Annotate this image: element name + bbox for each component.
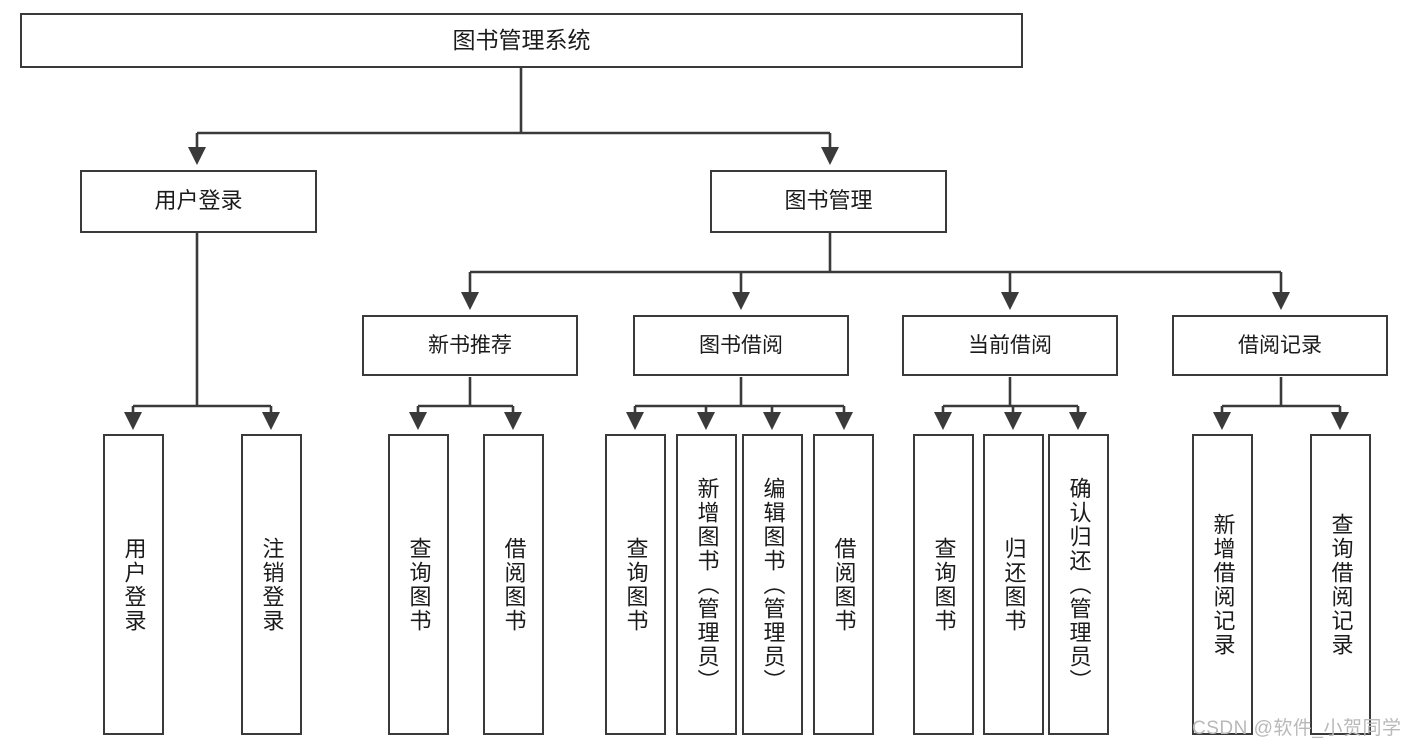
node-book-borrow-label: 图书借阅 [699,333,783,357]
node-current-borrow[interactable]: 当前借阅 [902,315,1118,376]
node-book-management[interactable]: 图书管理 [710,170,947,233]
leaf-query-borrow-record[interactable]: 查询借阅记录 [1310,434,1371,735]
leaf-logout[interactable]: 注销登录 [241,434,302,735]
leaf-add-book-admin[interactable]: 新增图书（管理员） [676,434,737,735]
leaf-borrow-book-label: 借阅图书 [831,536,857,633]
leaf-borrow-book-recommend[interactable]: 借阅图书 [483,434,544,735]
leaf-return-book[interactable]: 归还图书 [983,434,1044,735]
leaf-query-book-recommend[interactable]: 查询图书 [388,434,449,735]
leaf-add-borrow-record-label: 新增借阅记录 [1210,512,1236,657]
leaf-edit-book-admin-label: 编辑图书（管理员） [760,476,786,693]
leaf-query-book-current-label: 查询图书 [931,536,957,633]
leaf-add-borrow-record[interactable]: 新增借阅记录 [1192,434,1253,735]
leaf-add-book-admin-label: 新增图书（管理员） [694,476,720,693]
node-borrow-record[interactable]: 借阅记录 [1172,315,1388,376]
leaf-logout-label: 注销登录 [259,536,285,633]
node-borrow-record-label: 借阅记录 [1238,333,1322,357]
leaf-query-book-recommend-label: 查询图书 [406,536,432,633]
leaf-confirm-return-admin-label: 确认归还（管理员） [1066,476,1092,693]
node-new-book-recommend-label: 新书推荐 [428,333,512,357]
leaf-query-borrow-record-label: 查询借阅记录 [1328,512,1354,657]
node-user-login[interactable]: 用户登录 [80,170,317,233]
node-root[interactable]: 图书管理系统 [20,13,1023,68]
leaf-query-book-borrow[interactable]: 查询图书 [605,434,666,735]
leaf-edit-book-admin[interactable]: 编辑图书（管理员） [742,434,803,735]
node-current-borrow-label: 当前借阅 [968,333,1052,357]
node-user-login-label: 用户登录 [154,188,243,214]
leaf-query-book-borrow-label: 查询图书 [623,536,649,633]
node-new-book-recommend[interactable]: 新书推荐 [362,315,578,376]
leaf-user-login-label: 用户登录 [121,536,147,633]
leaf-query-book-current[interactable]: 查询图书 [913,434,974,735]
leaf-borrow-book[interactable]: 借阅图书 [813,434,874,735]
node-book-management-label: 图书管理 [784,188,873,214]
node-root-label: 图书管理系统 [452,26,591,53]
leaf-confirm-return-admin[interactable]: 确认归还（管理员） [1048,434,1109,735]
leaf-user-login[interactable]: 用户登录 [103,434,164,735]
watermark: CSDN @软件_小贺同学 [1192,718,1402,739]
node-book-borrow[interactable]: 图书借阅 [633,315,849,376]
leaf-return-book-label: 归还图书 [1001,536,1027,633]
leaf-borrow-book-recommend-label: 借阅图书 [501,536,527,633]
